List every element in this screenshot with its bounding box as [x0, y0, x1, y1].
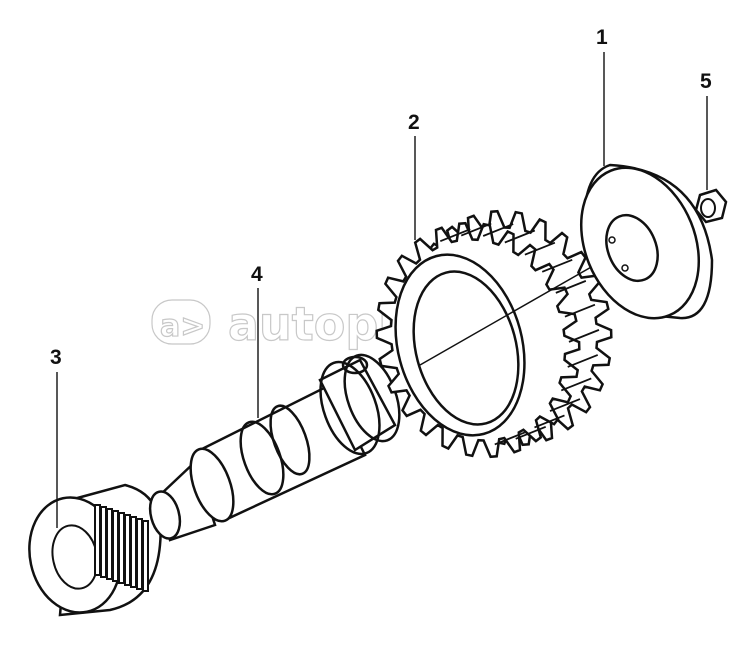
callout-3: 3 — [50, 346, 62, 369]
gear-tooth-edge — [439, 228, 471, 243]
part-4-shaft — [148, 353, 401, 542]
gear-tooth-edge — [515, 425, 547, 440]
bearing-needle — [106, 508, 113, 580]
bearing-needle — [100, 506, 107, 578]
bearing-needle — [130, 516, 137, 588]
gear-tooth-edge — [504, 229, 536, 244]
callout-1: 1 — [596, 26, 608, 49]
gear-tooth-edge — [524, 241, 556, 256]
callout-5: 5 — [700, 70, 712, 93]
bearing-needle — [112, 510, 119, 582]
bearing-needle — [118, 512, 125, 584]
gear-tooth-edge — [460, 222, 492, 237]
part-2-gear — [375, 209, 613, 459]
gear-tooth-edge — [555, 280, 587, 294]
bearing-needle — [136, 518, 143, 590]
bearing-needle — [142, 520, 149, 592]
bearing-needle — [124, 514, 131, 586]
gear-tooth-edge — [482, 223, 514, 237]
gear-tooth-edge — [564, 303, 596, 318]
part-1-thrust-washer — [579, 163, 714, 320]
gear-tooth-edge — [567, 354, 599, 368]
callout-4: 4 — [251, 263, 263, 286]
gear-tooth-edge — [541, 258, 573, 273]
gear-tooth-edge — [560, 377, 592, 392]
gear-tooth-edge — [549, 398, 581, 412]
callout-2: 2 — [408, 111, 420, 134]
gear-tooth-edge — [534, 414, 565, 429]
svg-text:a>: a> — [160, 309, 205, 344]
watermark-logo-icon — [151, 299, 211, 345]
part-3-bearing — [28, 483, 162, 617]
bearing-needle — [94, 504, 101, 576]
part-5-nut — [694, 188, 728, 224]
gear-tooth-edge — [494, 431, 526, 446]
callouts — [56, 52, 708, 528]
gear-tooth-edge — [568, 329, 600, 343]
